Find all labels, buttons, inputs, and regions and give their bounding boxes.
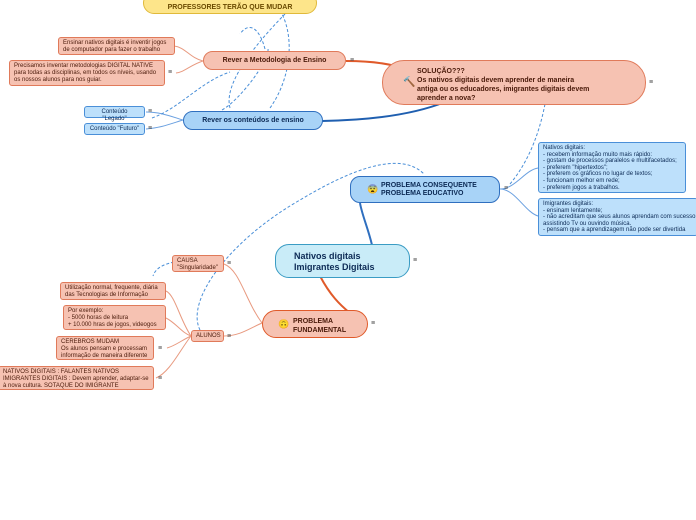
causa-line-1: CAUSA bbox=[177, 258, 198, 264]
imigrantes-note-item: - pensam que a aprendizagem não pode ser… bbox=[543, 227, 686, 234]
problema-fundamental-line-1: PROBLEMA bbox=[293, 318, 334, 325]
imigrantes-note[interactable]: Imigrantes digitais: - ensinam lentament… bbox=[538, 198, 696, 236]
nativos-note-title: Nativos digitais: bbox=[543, 145, 586, 151]
alunos-label: ALUNOS bbox=[196, 333, 221, 339]
conteudo-futuro-text: Conteúdo "Futuro" bbox=[89, 126, 140, 132]
problema-educativo-line-1: PROBLEMA CONSEQUENTE bbox=[381, 182, 477, 189]
problema-educativo-line-2: PROBLEMA EDUCATIVO bbox=[381, 190, 464, 197]
cerebros-menu-icon[interactable] bbox=[158, 345, 165, 352]
conteudo-legado[interactable]: Conteúdo "Legado" bbox=[84, 106, 145, 122]
nativos-falantes-note[interactable]: NATIVOS DIGITAIS : FALANTES NATIVOS IMIG… bbox=[0, 366, 154, 390]
causa-line-2: "Singularidade" bbox=[177, 265, 218, 271]
cerebros-line-3: informação de maneira diferente bbox=[61, 353, 148, 359]
metodologia-note-2-text: Precisamos inventar metodologias DIGITAL… bbox=[14, 63, 157, 83]
nativos-falantes-menu-icon[interactable] bbox=[158, 375, 165, 382]
conteudos-node[interactable]: Rever os conteúdos de ensino bbox=[183, 111, 323, 130]
alunos-node[interactable]: ALUNOS bbox=[191, 330, 224, 342]
problema-educativo-node[interactable]: 😨 PROBLEMA CONSEQUENTE PROBLEMA EDUCATIV… bbox=[350, 176, 500, 203]
problema-fundamental-menu-icon[interactable] bbox=[371, 320, 378, 327]
causa-node[interactable]: CAUSA "Singularidade" bbox=[172, 255, 224, 272]
conteudo-futuro[interactable]: Conteúdo "Futuro" bbox=[84, 123, 145, 135]
cerebros-line-1: CEREBROS MUDAM bbox=[61, 339, 120, 345]
metodologia-note-1[interactable]: Ensinar nativos digitais é inventir jogo… bbox=[58, 37, 175, 55]
problema-fundamental-line-2: FUNDAMENTAL bbox=[293, 327, 347, 334]
exemplo-line-2: - 5000 horas de leitura bbox=[68, 315, 129, 321]
solucao-line-2: Os nativos digitais devem aprender de ma… bbox=[417, 77, 575, 84]
metodologia-note-2-menu-icon[interactable] bbox=[168, 69, 175, 76]
nativos-note-item: - gostam de processos paralelos e multif… bbox=[543, 158, 677, 165]
central-topic[interactable]: Nativos digitais Imigrantes Digitais bbox=[275, 244, 410, 278]
cerebros-note[interactable]: CEREBROS MUDAM Os alunos pensam e proces… bbox=[56, 336, 154, 360]
metodologia-node[interactable]: Rever a Metodologia de Ensino bbox=[203, 51, 346, 70]
cerebros-line-2: Os alunos pensam e processam bbox=[61, 346, 148, 352]
solucao-icon: 🔨 bbox=[403, 77, 416, 88]
conteudo-futuro-menu-icon[interactable] bbox=[148, 125, 155, 132]
imigrantes-note-item: assistindo Tv ou ouvindo música. bbox=[543, 220, 632, 227]
exemplo-note[interactable]: Por exemplo: - 5000 horas de leitura + 1… bbox=[63, 305, 166, 330]
nativos-falantes-line-2: IMIGRANTES DIGITAIS : Devem aprender, ad… bbox=[3, 376, 149, 382]
problema-educativo-menu-icon[interactable] bbox=[504, 185, 511, 192]
solucao-line-4: aprender a nova? bbox=[417, 95, 476, 102]
utilizacao-line-2: das Tecnologias de Informação bbox=[65, 292, 148, 298]
metodologia-note-1-text: Ensinar nativos digitais é inventir jogo… bbox=[63, 40, 167, 53]
nativos-note-item: - preferem "hipertextos"; bbox=[543, 164, 608, 171]
exemplo-line-1: Por exemplo: bbox=[68, 308, 104, 314]
conteudos-label: Rever os conteúdos de ensino bbox=[202, 117, 304, 124]
upside-down-face-icon: 🙃 bbox=[278, 319, 290, 329]
metodologia-label: Rever a Metodologia de Ensino bbox=[222, 57, 327, 64]
conteudo-legado-text: Conteúdo "Legado" bbox=[101, 109, 128, 122]
nativos-note-item: - recebem informação muito mais rápido: bbox=[543, 151, 653, 158]
solucao-node[interactable]: 🔨 SOLUÇÃO??? Os nativos digitais devem a… bbox=[382, 60, 646, 105]
imigrantes-note-item: - não acreditam que seus alunos aprendam… bbox=[543, 214, 696, 221]
solucao-menu-icon[interactable] bbox=[649, 79, 656, 86]
utilizacao-line-1: Utilização normal, frequente, diária bbox=[65, 285, 158, 291]
conteudo-legado-menu-icon[interactable] bbox=[148, 108, 155, 115]
worried-face-icon: 😨 bbox=[367, 184, 379, 194]
alunos-menu-icon[interactable] bbox=[227, 333, 234, 340]
solucao-line-1: SOLUÇÃO??? bbox=[417, 68, 465, 75]
metodologia-note-2[interactable]: Precisamos inventar metodologias DIGITAL… bbox=[9, 60, 165, 86]
nativos-note-item: - funcionam melhor em rede; bbox=[543, 177, 620, 184]
nativos-falantes-line-3: à nova cultura. SOTAQUE DO IMIGRANTE bbox=[3, 383, 119, 389]
nativos-note[interactable]: Nativos digitais: - recebem informação m… bbox=[538, 142, 686, 193]
nativos-falantes-line-1: NATIVOS DIGITAIS : FALANTES NATIVOS bbox=[3, 369, 120, 375]
nativos-note-item: - preferem jogos a trabalhos. bbox=[543, 184, 620, 191]
imigrantes-note-title: Imigrantes digitais: bbox=[543, 201, 594, 207]
solucao-line-3: antiga ou os educadores, imigrantes digi… bbox=[417, 86, 590, 93]
metodologia-menu-icon[interactable] bbox=[350, 57, 357, 64]
central-title: Nativos digitais Imigrantes Digitais bbox=[294, 251, 375, 272]
professores-node[interactable]: PROFESSORES TERÃO QUE MUDAR bbox=[143, 0, 317, 14]
professores-label: PROFESSORES TERÃO QUE MUDAR bbox=[167, 3, 293, 11]
problema-fundamental-node[interactable]: 🙃 PROBLEMA FUNDAMENTAL bbox=[262, 310, 368, 338]
utilizacao-note[interactable]: Utilização normal, frequente, diária das… bbox=[60, 282, 166, 300]
causa-menu-icon[interactable] bbox=[227, 260, 234, 267]
imigrantes-note-item: - ensinam lentamente; bbox=[543, 207, 603, 214]
nativos-note-item: - preferem os gráficos no lugar de texto… bbox=[543, 171, 653, 178]
central-menu-icon[interactable] bbox=[413, 257, 420, 264]
exemplo-line-3: + 10.000 hras de jogos, videogos bbox=[68, 322, 157, 328]
